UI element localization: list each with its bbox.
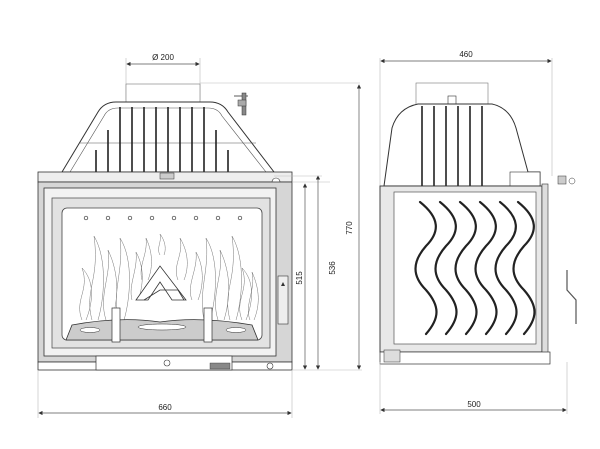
side-wave-ribs <box>414 200 536 336</box>
side-top-width-label: 460 <box>459 50 473 59</box>
side-hood-ribs <box>421 106 483 186</box>
brand-logo <box>135 265 187 301</box>
door-height-label: 515 <box>295 271 304 285</box>
fire-grate <box>65 307 259 343</box>
hood <box>61 92 276 173</box>
total-height-label: 770 <box>345 221 354 235</box>
flue-diameter-label: Ø 200 <box>152 53 174 62</box>
glass-bolts <box>83 215 243 221</box>
door-handle <box>277 275 289 325</box>
side-view: 460 <box>379 50 577 414</box>
side-bottom-width-label: 500 <box>467 400 481 409</box>
side-hood <box>383 103 541 187</box>
body-height-label: 536 <box>328 261 337 275</box>
front-view: Ø 200 <box>37 53 362 418</box>
hood-ribs <box>95 107 229 172</box>
flame-pattern <box>79 233 259 321</box>
side-door-edge <box>541 183 549 361</box>
front-width-label: 660 <box>158 403 172 412</box>
flue-collar <box>125 83 201 103</box>
side-lever <box>566 270 577 324</box>
